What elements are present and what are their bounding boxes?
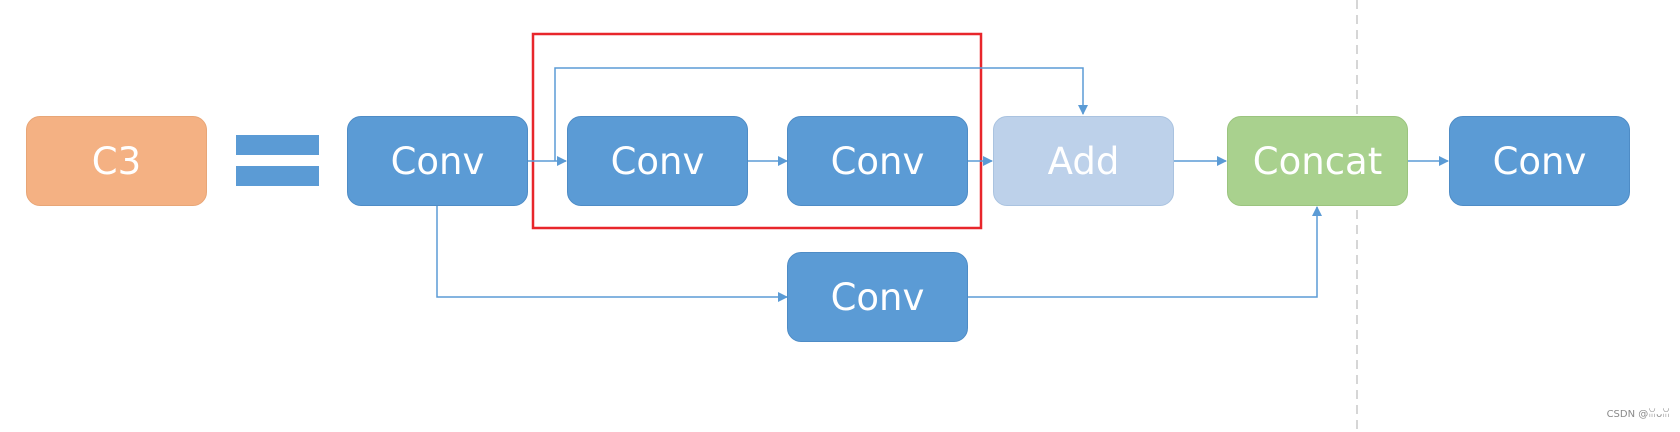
conv-branch-label: Conv [830,275,925,319]
c3-label: C3 [91,139,142,183]
watermark: CSDN @ꈍᴗꈍ [1606,409,1670,420]
equals-sign-top-bar [236,135,319,155]
conv-branch-block: Conv [787,252,968,342]
conv-output-label: Conv [1492,139,1587,183]
arrow-residual-skip [554,67,1088,161]
bottleneck-conv1-block: Conv [567,116,748,206]
concat-block: Concat [1227,116,1408,206]
conv-output-block: Conv [1449,116,1630,206]
bottleneck-conv2-block: Conv [787,116,968,206]
bottleneck-conv2-label: Conv [830,139,925,183]
bottleneck-conv1-label: Conv [610,139,705,183]
arrow-input-to-branch [436,206,788,302]
arrow-branch-to-concat [968,206,1322,298]
add-label: Add [1047,139,1120,183]
add-block: Add [993,116,1174,206]
c3-block: C3 [26,116,207,206]
equals-sign-bottom-bar [236,166,319,186]
conv-input-block: Conv [347,116,528,206]
bottleneck-highlight-box [531,32,983,230]
conv-input-label: Conv [390,139,485,183]
concat-label: Concat [1252,139,1383,183]
